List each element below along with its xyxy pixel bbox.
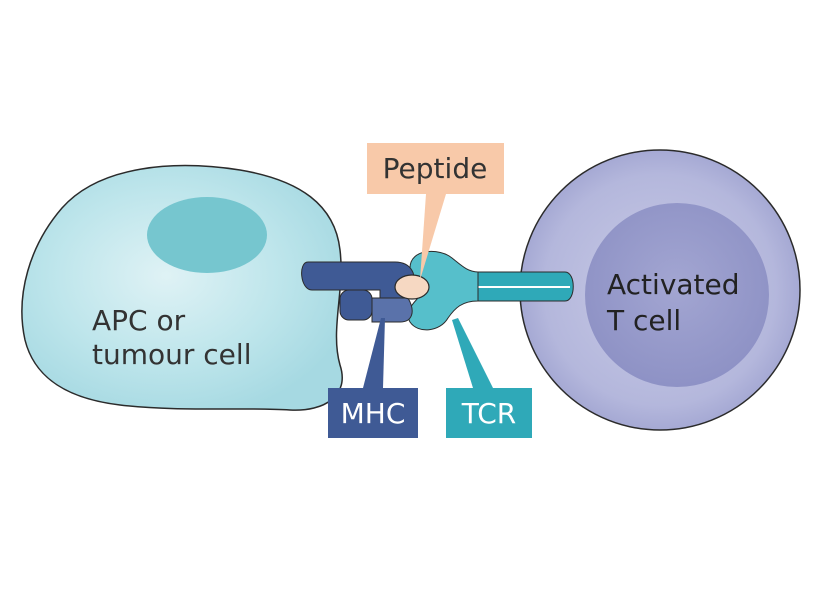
peptide-pointer	[420, 194, 446, 280]
tcr-label-box	[446, 388, 532, 438]
mhc-label: MHC	[341, 397, 406, 430]
mhc-pointer	[363, 318, 385, 388]
mhc-label-box	[328, 388, 418, 438]
tcr-pointer	[452, 318, 493, 388]
apc-nucleus	[147, 197, 267, 273]
peptide-label: Peptide	[383, 152, 488, 185]
apc-label-line1: APC or	[92, 304, 186, 337]
tcell-label-line2: T cell	[606, 304, 681, 337]
mhc-small-domain	[339, 289, 373, 321]
mhc-domain-2	[371, 297, 413, 323]
peptide-dot	[394, 274, 430, 300]
apc-label-line2: tumour cell	[92, 338, 251, 371]
tcell-nucleus	[585, 203, 769, 387]
tcr-label: TCR	[461, 397, 516, 430]
peptide-label-box	[367, 143, 504, 194]
tcell-label-line1: Activated	[607, 268, 740, 301]
